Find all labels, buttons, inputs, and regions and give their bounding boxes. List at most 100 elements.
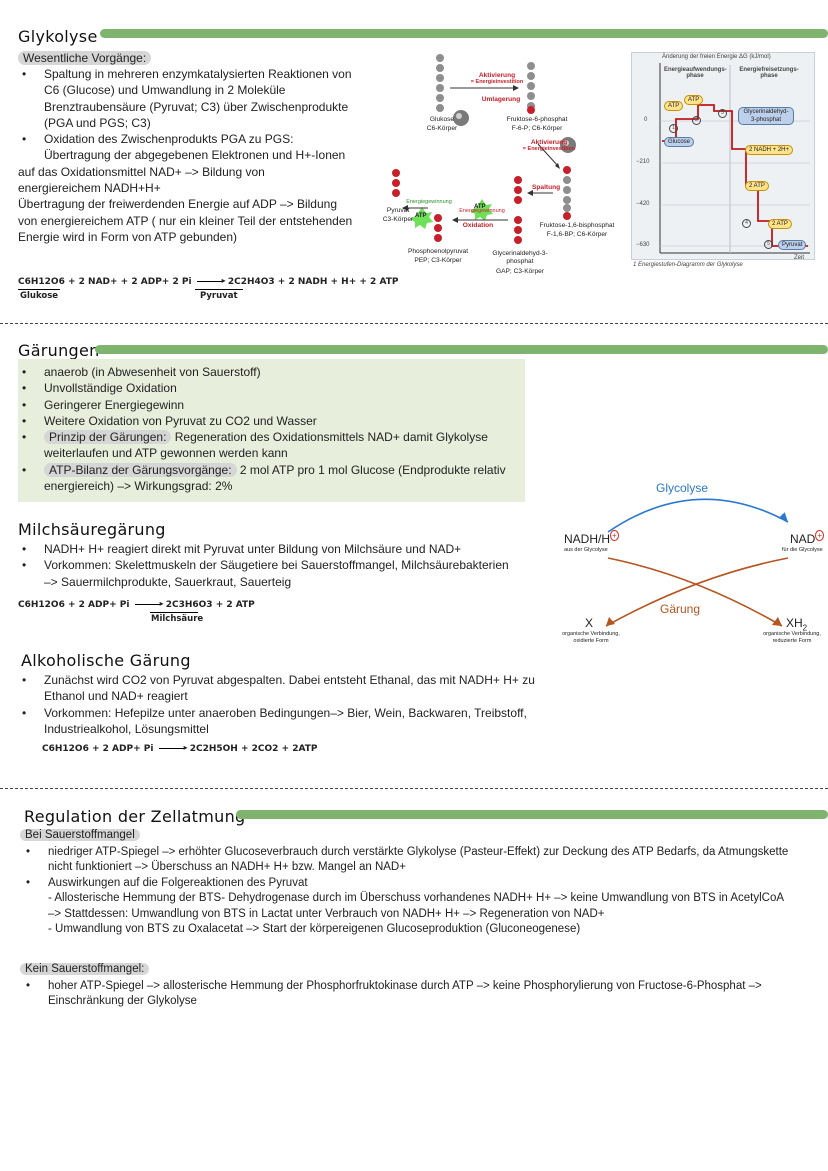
chart-title: Änderung der freien Energie ΔG (kJ/mol) bbox=[662, 54, 771, 60]
x-sub1: organische Verbindung, bbox=[562, 631, 620, 637]
y-tick: −420 bbox=[636, 201, 650, 207]
step-marker: 1 bbox=[669, 124, 678, 133]
energieinvest-label: = Energieinvestition bbox=[470, 79, 524, 85]
energiegewinnung-label: Energiegewinnung bbox=[406, 199, 452, 205]
regulation-list-2: hoher ATP-Spiegel –> allosterische Hemmu… bbox=[22, 979, 810, 1010]
list-item: niedriger ATP-Spiegel –> erhöhter Glucos… bbox=[22, 845, 810, 876]
energieinvest-label-2: = Energieinvestition bbox=[522, 146, 576, 152]
regulation-sub1: Bei Sauerstoffmangel bbox=[20, 828, 140, 843]
y-tick: −630 bbox=[636, 242, 650, 248]
milch-equation: C6H12O6 + 2 ADP+ Pi ▸ 2C3H6O3 + 2 ATP bbox=[18, 599, 255, 610]
atp-pill: 2 ATP bbox=[768, 219, 792, 229]
alkohol-list: Zunächst wird CO2 von Pyruvat abgespalte… bbox=[18, 672, 546, 737]
list-item: ATP-Bilanz der Gärungsvorgänge: 2 mol AT… bbox=[18, 462, 518, 495]
f16bp-name: Fruktose-1,6-bisphosphat bbox=[539, 222, 615, 229]
atp-pill: ATP bbox=[664, 101, 684, 111]
aktivierung-label-2: Aktivierung bbox=[530, 139, 568, 146]
atp-pill: ATP bbox=[684, 95, 704, 105]
atp-badge: ATP bbox=[415, 213, 427, 219]
section-bar bbox=[95, 345, 828, 354]
glykolyse-subheading: Wesentliche Vorgänge: bbox=[18, 50, 152, 66]
spaltung-label: Spaltung bbox=[532, 184, 561, 191]
list-item: Vorkommen: Skelettmuskeln der Säugetiere… bbox=[18, 557, 538, 590]
nadh-sub: aus der Glycolyse bbox=[564, 547, 608, 553]
list-item: Unvollständige Oxidation bbox=[18, 380, 518, 397]
section-divider bbox=[0, 323, 828, 324]
glukose-sub: C6-Körper bbox=[426, 125, 458, 132]
list-item: Prinzip der Gärungen: Regeneration des O… bbox=[18, 429, 518, 462]
step-marker: 3 bbox=[718, 109, 727, 118]
list-item: Geringerer Energiegewinn bbox=[18, 397, 518, 414]
pep-name: Phosphoenolpyruvat bbox=[407, 248, 469, 255]
nad-label: NAD+ bbox=[790, 530, 825, 546]
list-item: Oxidation des Zwischenprodukts PGA zu PG… bbox=[18, 131, 363, 164]
list-item: Spaltung in mehreren enzymkatalysierten … bbox=[18, 66, 363, 131]
aktivierung-label: Aktivierung bbox=[478, 72, 516, 79]
energiegewinnung-label-2: Energiegewinnung bbox=[459, 208, 505, 214]
paragraph: auf das Oxidationsmittel NAD+ –> Bildung… bbox=[18, 164, 265, 196]
reaction-arrow: ▸ bbox=[158, 743, 188, 752]
energy-level-chart: Änderung der freien Energie ΔG (kJ/mol) … bbox=[631, 52, 815, 261]
pyruvat-name: Pyruvat bbox=[386, 207, 410, 214]
oxidation-label: Oxidation bbox=[462, 222, 494, 229]
glykolyse-text: Spaltung in mehreren enzymkatalysierten … bbox=[18, 66, 363, 245]
step-marker: 4 bbox=[742, 219, 751, 228]
xh2-sub1: organische Verbindung, bbox=[763, 631, 821, 637]
list-item: hoher ATP-Spiegel –> allosterische Hemmu… bbox=[22, 979, 810, 1010]
glukose-label: Glukose bbox=[20, 291, 59, 301]
f6p-sub: F-6-P; C6-Körper bbox=[511, 125, 563, 132]
pep-sub: PEP; C3-Körper bbox=[414, 257, 462, 264]
regulation-list-1: niedriger ATP-Spiegel –> erhöhter Glucos… bbox=[22, 845, 810, 937]
phase1-label: Energieaufwendungs-phase bbox=[664, 67, 727, 79]
xh2-sub2: reduzierte Form bbox=[772, 638, 812, 644]
pyruvat-sub: C3-Körper bbox=[382, 216, 414, 223]
f16bp-sub: F-1,6-BP; C6-Körper bbox=[546, 231, 608, 238]
list-item: Vorkommen: Hefepilze unter anaeroben Bed… bbox=[18, 705, 546, 738]
pyruvat-pill: Pyruvat bbox=[778, 240, 807, 250]
gaerungen-list: anaerob (in Abwesenheit von Sauerstoff) … bbox=[18, 364, 518, 494]
glycolysis-pathway-diagram: Glukose C6-Körper Aktivierung = Energiei… bbox=[378, 48, 618, 278]
glykolyse-title: Glykolyse bbox=[18, 27, 98, 46]
chart-caption: 1 Energiestufen-Diagramm der Glykolyse bbox=[633, 262, 743, 268]
atp-pill: 2 ATP bbox=[745, 181, 769, 191]
gap-pill: Glycerinaldehyd-3-phosphat bbox=[738, 107, 794, 125]
gaerungen-title: Gärungen bbox=[18, 341, 100, 360]
nadh-label: NADH/H+ bbox=[564, 530, 619, 546]
x-axis-label: Zeit bbox=[794, 255, 805, 261]
glycolyse-label: Glycolyse bbox=[656, 481, 709, 495]
pathway-svg bbox=[392, 54, 576, 244]
section-bar bbox=[100, 29, 828, 38]
reaction-arrow: ▸ bbox=[196, 276, 226, 285]
cycle-svg bbox=[605, 498, 789, 627]
list-item: Zunächst wird CO2 von Pyruvat abgespalte… bbox=[18, 672, 546, 705]
alkohol-title: Alkoholische Gärung bbox=[21, 651, 191, 670]
atp-badge: ATP bbox=[474, 204, 486, 210]
xh2-label: XH2 bbox=[786, 616, 808, 633]
milch-list: NADH+ H+ reagiert direkt mit Pyruvat unt… bbox=[18, 541, 538, 590]
energy-chart-svg bbox=[659, 63, 810, 254]
milchsaeure-label: Milchsäure bbox=[151, 614, 204, 624]
x-sub2: oxidierte Form bbox=[573, 638, 609, 644]
x-label: X bbox=[585, 616, 594, 630]
nad-sub: für die Glycolyse bbox=[782, 547, 823, 553]
section-divider bbox=[0, 788, 828, 789]
nadh-pill: 2 NADH + 2H+ bbox=[745, 145, 794, 155]
f6p-name: Fruktose-6-phosphat bbox=[506, 116, 568, 123]
section-bar bbox=[236, 810, 828, 819]
glykolyse-equation: C6H12O6 + 2 NAD+ + 2 ADP+ 2 Pi ▸ 2C2H4O3… bbox=[18, 276, 399, 287]
regulation-sub2: Kein Sauerstoffmangel: bbox=[20, 962, 150, 977]
gap-name: Glycerinaldehyd-3-phosphat bbox=[492, 250, 548, 265]
step-marker: 2 bbox=[692, 116, 701, 125]
glucose-pill: Glucose bbox=[664, 137, 695, 147]
umlagerung-label: Umlagerung bbox=[481, 96, 521, 103]
gap-sub: GAP; C3-Körper bbox=[496, 268, 545, 275]
list-item: Auswirkungen auf die Folgereaktionen des… bbox=[22, 876, 810, 938]
regulation-title: Regulation der Zellatmung bbox=[24, 807, 246, 826]
glukose-name: Glukose bbox=[429, 116, 455, 123]
reaction-arrow: ▸ bbox=[134, 599, 164, 608]
list-item: NADH+ H+ reagiert direkt mit Pyruvat unt… bbox=[18, 541, 538, 558]
list-item: anaerob (in Abwesenheit von Sauerstoff) bbox=[18, 364, 518, 381]
milch-title: Milchsäuregärung bbox=[18, 520, 166, 539]
paragraph: Übertragung der freiwerdenden Energie au… bbox=[18, 197, 353, 244]
step-marker: 5 bbox=[764, 240, 773, 249]
